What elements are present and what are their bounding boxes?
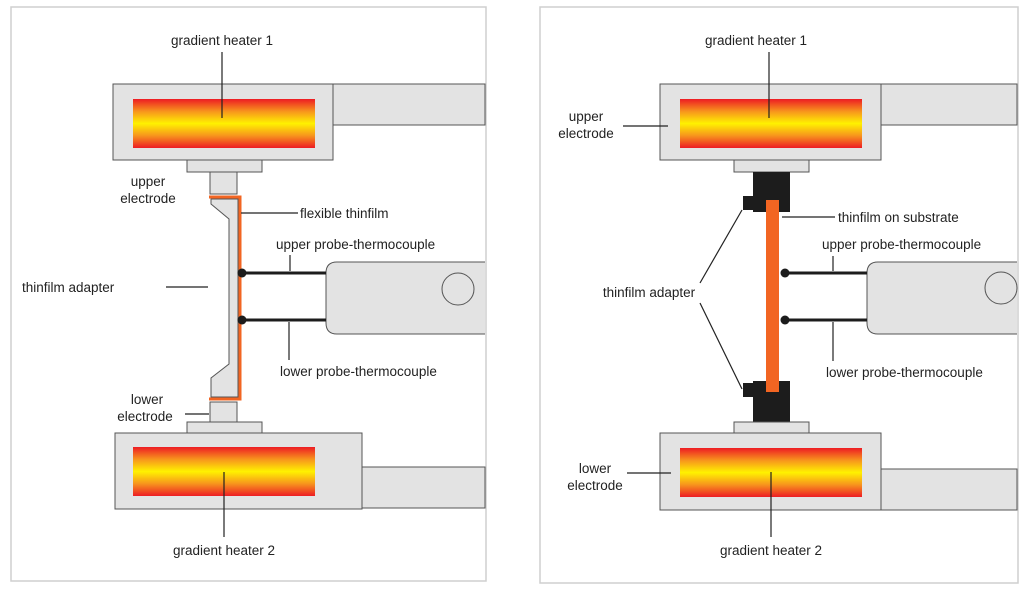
right-panel: gradient heater 1 upper electrode thinfi… [539,6,1019,584]
right-thinfilm-on-substrate-label: thinfilm on substrate [838,210,959,225]
right-thinfilm-adapter-label: thinfilm adapter [603,285,696,300]
right-lower-rod [880,468,1018,511]
left-lower-electrode-label-line2: electrode [117,409,173,424]
left-flexible-thinfilm [209,195,242,401]
right-gradient-heater-1-label: gradient heater 1 [705,33,807,48]
left-upper-rod [332,83,486,126]
left-flexible-thinfilm-label: flexible thinfilm [300,206,389,221]
left-lower-electrode-post [209,401,238,423]
right-upper-electrode-plate [733,159,810,173]
right-gradient-heater-2-label: gradient heater 2 [720,543,822,558]
left-lower-rod [361,466,486,509]
left-thinfilm-adapter-label: thinfilm adapter [22,280,115,295]
right-heater-1-element [680,99,862,148]
right-probe-window [984,271,1018,305]
left-upper-thermocouple-tip [237,268,247,278]
left-upper-electrode-post [209,171,238,195]
right-lower-electrode-label-line2: electrode [567,478,623,493]
right-lower-electrode-label-line1: lower [579,461,612,476]
right-upper-electrode-label-line2: electrode [558,126,614,141]
left-heater-1-element [133,99,315,148]
left-lower-electrode-label-line1: lower [131,392,164,407]
left-lower-thermocouple-tip [237,315,247,325]
right-lower-probe-label: lower probe-thermocouple [826,365,983,380]
right-probe-body [866,261,1017,335]
right-upper-electrode-label-line1: upper [569,109,604,124]
left-upper-electrode-plate [186,159,263,173]
right-thinfilm-adapter-leader-upper [699,209,743,284]
left-thinfilm-adapter [210,198,239,398]
right-upper-rod [880,83,1018,126]
left-probe-window [441,272,475,306]
left-gradient-heater-1-label: gradient heater 1 [171,33,273,48]
left-lower-probe-label: lower probe-thermocouple [280,364,437,379]
left-lower-electrode-plate [186,421,263,434]
left-panel: gradient heater 1 upper electrode flexib… [10,6,487,582]
left-upper-electrode-label-line2: electrode [120,191,176,206]
right-upper-probe-label: upper probe-thermocouple [822,237,981,252]
right-thinfilm-on-substrate [766,200,779,392]
right-lower-electrode-plate [733,421,810,434]
left-gradient-heater-2-label: gradient heater 2 [173,543,275,558]
right-thinfilm-adapter-leader-lower [699,302,743,390]
left-upper-electrode-label-line1: upper [131,174,166,189]
left-upper-probe-label: upper probe-thermocouple [276,237,435,252]
right-upper-thermocouple-tip [780,268,790,278]
right-lower-thermocouple-tip [780,315,790,325]
